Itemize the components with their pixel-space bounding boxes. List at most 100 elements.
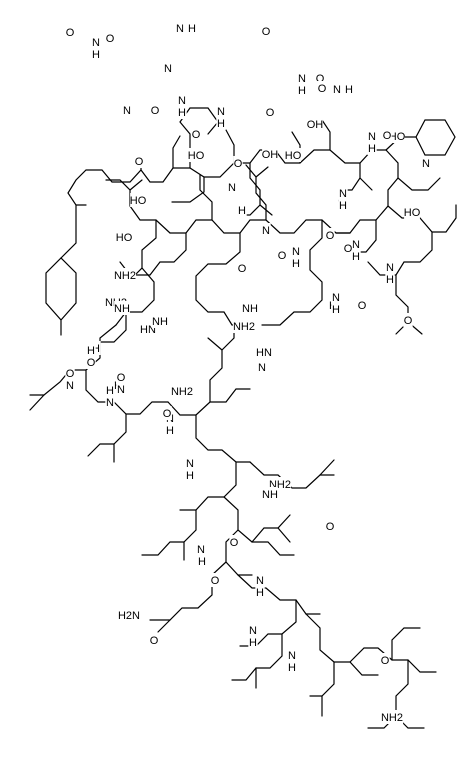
atom-label-90: H xyxy=(249,637,257,649)
atom-label-bg-98 xyxy=(380,710,404,724)
atom-label-26: N xyxy=(298,73,306,85)
atom-label-bg-26 xyxy=(297,71,307,85)
atom-label-bg-27 xyxy=(297,83,307,97)
atom-label-bg-70 xyxy=(65,378,75,392)
bond-54 xyxy=(237,574,321,615)
atom-label-55: NH xyxy=(242,303,258,315)
atom-label-95: N xyxy=(288,650,296,662)
atom-label-23: O xyxy=(262,26,271,38)
atom-label-bg-85 xyxy=(197,554,207,568)
atom-label-40: N xyxy=(422,158,430,170)
bond-56 xyxy=(231,633,283,681)
atom-label-bg-59 xyxy=(331,302,341,316)
atom-label-bg-75 xyxy=(170,384,194,398)
bond-62 xyxy=(391,627,421,661)
atom-label-7: N xyxy=(164,63,172,75)
atom-label-bg-90 xyxy=(248,635,258,649)
atom-label-1: N xyxy=(92,37,100,49)
atom-label-85: H xyxy=(198,556,206,568)
atom-label-bg-9 xyxy=(134,154,144,168)
atom-label-60: O xyxy=(404,315,413,327)
atom-label-87: H2N xyxy=(118,610,140,622)
atom-label-bg-36 xyxy=(338,186,348,200)
bond-40 xyxy=(195,414,251,463)
atom-label-bg-7 xyxy=(163,61,173,75)
atom-label-39: HO xyxy=(404,207,421,219)
atom-label-bg-11 xyxy=(177,105,187,119)
atom-label-0: O xyxy=(66,27,75,39)
atom-label-86: O xyxy=(211,575,220,587)
atom-label-56: NH2 xyxy=(233,321,255,333)
atom-label-bg-84 xyxy=(196,542,206,556)
bond-6 xyxy=(171,176,205,203)
atom-label-83: H xyxy=(186,470,194,482)
atom-label-bg-54 xyxy=(261,223,271,237)
atom-label-bg-71 xyxy=(105,383,115,397)
atom-label-36: N xyxy=(339,188,347,200)
atom-label-71: H xyxy=(106,385,114,397)
atom-label-bg-67 xyxy=(116,382,126,396)
atom-label-bg-10 xyxy=(177,93,187,107)
atom-label-94: O xyxy=(326,521,335,533)
atom-label-4: N xyxy=(123,105,131,117)
atom-label-bg-28 xyxy=(317,81,327,95)
atom-label-bg-30 xyxy=(332,82,342,96)
atom-label-bg-92 xyxy=(255,573,265,587)
atom-label-bg-6 xyxy=(187,21,197,35)
atom-label-bg-39 xyxy=(404,205,420,219)
atom-label-64: N xyxy=(258,362,266,374)
atom-label-88: O xyxy=(150,635,159,647)
bond-46 xyxy=(141,509,197,556)
atom-label-93: H xyxy=(256,587,264,599)
atom-label-bg-86 xyxy=(210,573,220,587)
atom-label-bg-56 xyxy=(232,319,256,333)
atom-label-bg-38 xyxy=(325,228,335,242)
atom-label-13: H xyxy=(217,118,225,130)
atom-label-bg-69 xyxy=(65,366,75,380)
atom-label-25: O xyxy=(316,73,325,85)
atom-label-bg-48 xyxy=(152,314,168,328)
atom-label-14: HO xyxy=(130,195,147,207)
atom-label-91: O xyxy=(230,537,239,549)
bond-11 xyxy=(321,119,331,151)
atom-label-bg-96 xyxy=(287,660,297,674)
bond-1 xyxy=(60,135,181,259)
atom-label-bg-12 xyxy=(216,104,226,118)
atom-label-bg-46 xyxy=(140,322,156,336)
bond-61 xyxy=(349,647,437,673)
atom-label-3: O xyxy=(106,33,115,45)
atom-label-22: HO xyxy=(285,150,302,162)
atom-label-76: O xyxy=(238,263,247,275)
atom-label-bg-82 xyxy=(185,456,195,470)
atom-label-bg-34 xyxy=(367,141,377,155)
bond-21 xyxy=(261,219,323,326)
atom-label-84: N xyxy=(197,544,205,556)
bond-50 xyxy=(277,527,291,543)
atom-label-51: H xyxy=(292,258,300,270)
atom-label-63: HN xyxy=(256,347,272,359)
atom-label-12: N xyxy=(217,106,225,118)
atom-label-73: H xyxy=(87,345,95,357)
atom-label-bg-43 xyxy=(385,260,395,274)
atom-label-bg-14 xyxy=(130,193,146,207)
bond-44 xyxy=(249,461,335,489)
atom-label-bg-32 xyxy=(382,128,392,142)
atom-label-54: N xyxy=(262,225,270,237)
atom-label-43: N xyxy=(386,262,394,274)
atom-label-bg-87 xyxy=(117,608,141,622)
bond-30 xyxy=(129,179,143,191)
bond-37 xyxy=(87,413,127,457)
bond-4 xyxy=(172,149,387,178)
atom-label-bg-8 xyxy=(150,103,160,117)
bond-12 xyxy=(339,162,361,191)
atom-label-72: N xyxy=(106,397,114,409)
atom-label-bg-29 xyxy=(389,129,405,143)
atom-label-bg-83 xyxy=(185,468,195,482)
atom-label-bg-5 xyxy=(175,21,185,35)
atom-label-70: N xyxy=(66,380,74,392)
atom-label-31: H xyxy=(345,84,353,96)
atom-label-48: NH xyxy=(152,316,168,328)
atom-label-bg-78 xyxy=(165,423,175,437)
